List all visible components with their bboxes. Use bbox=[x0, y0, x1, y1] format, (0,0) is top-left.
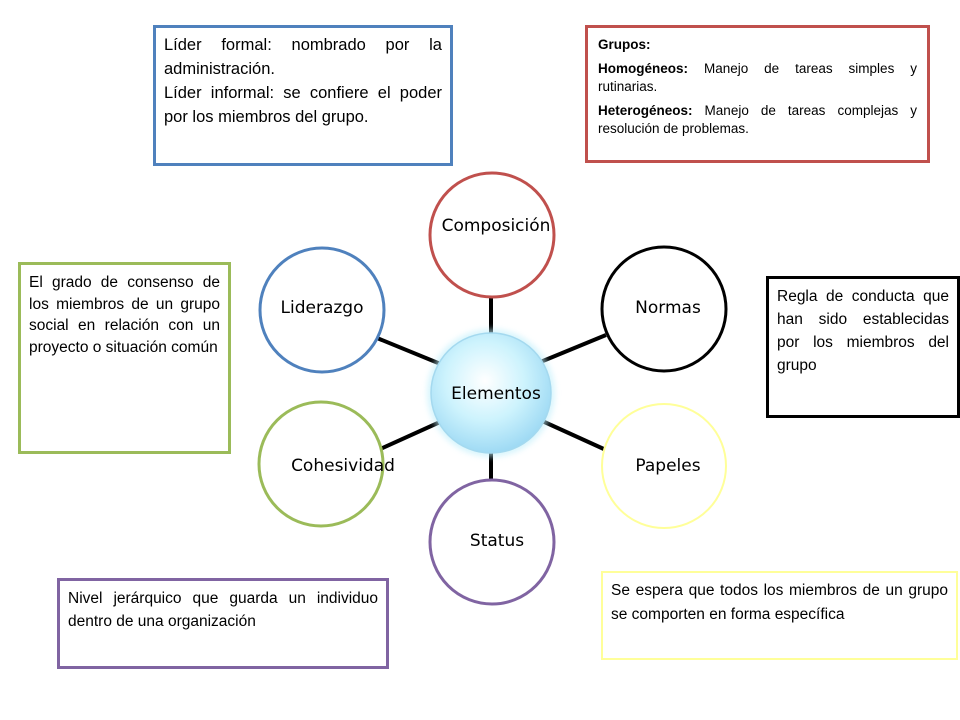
leader-definition-box: Líder formal: nombrado por la administra… bbox=[153, 25, 453, 166]
node-label-composicion: Composición bbox=[441, 216, 551, 236]
node-circle-cohesividad bbox=[257, 400, 385, 528]
norms-text: Regla de conducta que han sido estableci… bbox=[777, 288, 949, 374]
norms-definition-box: Regla de conducta que han sido estableci… bbox=[766, 276, 960, 418]
cohesion-text: El grado de consenso de los miembros de … bbox=[29, 274, 220, 356]
connector-papeles bbox=[539, 418, 607, 452]
groups-types-box: Grupos: Homogéneos: Manejo de tareas sim… bbox=[585, 25, 930, 163]
connector-liderazgo bbox=[376, 336, 444, 367]
roles-definition-box: Se espera que todos los miembros de un g… bbox=[601, 571, 958, 660]
node-circle-papeles bbox=[601, 403, 727, 529]
node-circle-liderazgo bbox=[258, 246, 386, 374]
node-circle-status bbox=[428, 478, 556, 606]
heterogeneous-text: Manejo de tareas complejas y resolución … bbox=[598, 103, 917, 136]
status-text: Nivel jerárquico que guarda un individuo… bbox=[68, 590, 378, 630]
node-label-status: Status bbox=[469, 531, 525, 551]
status-definition-box: Nivel jerárquico que guarda un individuo… bbox=[57, 578, 389, 669]
node-label-cohesividad: Cohesividad bbox=[291, 456, 395, 476]
center-node-circle bbox=[430, 332, 552, 454]
roles-text: Se espera que todos los miembros de un g… bbox=[611, 582, 948, 623]
groups-title: Grupos: bbox=[598, 37, 651, 52]
center-node-label: Elementos bbox=[451, 384, 541, 404]
node-circle-normas bbox=[600, 245, 728, 373]
homogeneous-label: Homogéneos: bbox=[598, 61, 689, 76]
connector-normas bbox=[537, 333, 607, 365]
node-label-normas: Normas bbox=[635, 298, 701, 318]
cohesion-definition-box: El grado de consenso de los miembros de … bbox=[18, 262, 231, 454]
node-label-liderazgo: Liderazgo bbox=[280, 298, 364, 318]
formal-leader-text: Líder formal: nombrado por la administra… bbox=[164, 36, 442, 78]
node-label-papeles: Papeles bbox=[635, 456, 701, 476]
node-circle-composicion bbox=[428, 171, 556, 299]
informal-leader-text: Líder informal: se confiere el poder por… bbox=[164, 84, 442, 126]
heterogeneous-label: Heterogéneos: bbox=[598, 103, 693, 118]
homogeneous-text: Manejo de tareas simples y rutinarias. bbox=[598, 61, 917, 94]
connector-cohesividad bbox=[377, 420, 441, 452]
